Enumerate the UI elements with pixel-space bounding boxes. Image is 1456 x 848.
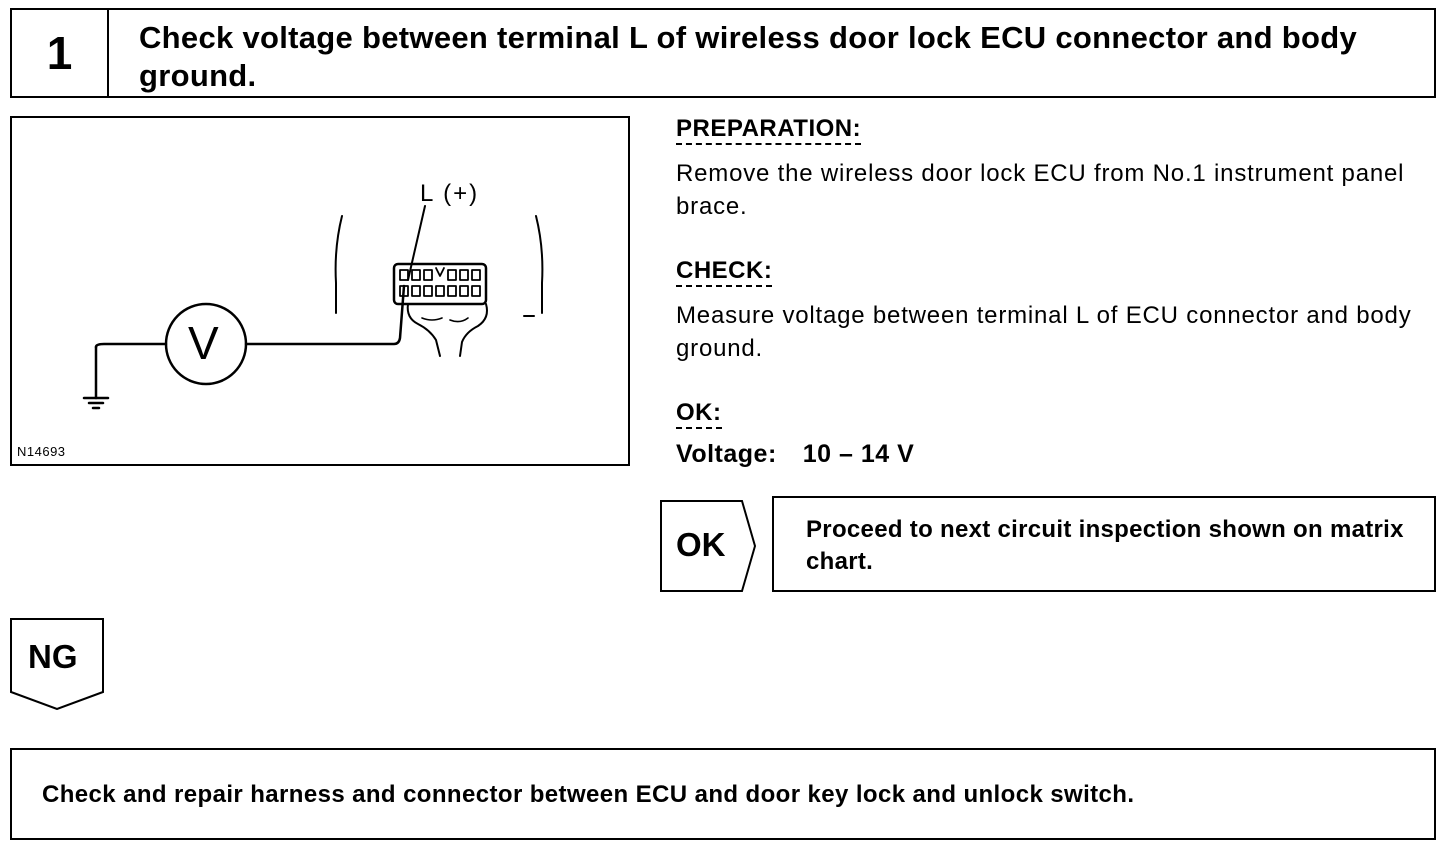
ng-repair-text: Check and repair harness and connector b… — [42, 781, 1135, 808]
ok-spec-heading: OK: — [676, 399, 722, 429]
voltage-label: Voltage: — [676, 440, 777, 468]
ecu-connector — [392, 262, 488, 306]
check-heading: CHECK: — [676, 257, 773, 287]
check-text: Measure voltage between terminal L of EC… — [676, 302, 1412, 362]
voltmeter-symbol: V — [188, 317, 219, 369]
ng-arrow-shape — [10, 618, 104, 711]
meter-lead-negative — [94, 342, 168, 349]
circuit-diagram — [82, 205, 544, 410]
voltage-spec: Voltage: 10 – 14 V — [676, 440, 914, 469]
voltage-check-illustration: L (+) V N14693 — [10, 116, 630, 466]
terminal-pointer — [407, 205, 426, 281]
ok-tag-label: OK — [676, 526, 726, 563]
harness-right-outline — [535, 215, 544, 314]
ng-arrow-tag: NG — [10, 618, 104, 711]
ok-result-box: Proceed to next circuit inspection shown… — [772, 496, 1436, 592]
step-header: 1 Check voltage between terminal L of wi… — [10, 8, 1436, 98]
terminal-label: L (+) — [420, 180, 480, 207]
preparation-text: Remove the wireless door lock ECU from N… — [676, 160, 1405, 220]
ok-arrow-tag: OK — [660, 500, 757, 592]
meter-lead-positive — [244, 284, 406, 346]
step-number: 1 — [12, 10, 109, 96]
preparation-heading: PREPARATION: — [676, 115, 862, 145]
step-title: Check voltage between terminal L of wire… — [139, 20, 1358, 93]
ok-arrow-shape — [660, 500, 757, 592]
figure-code: N14693 — [17, 444, 66, 459]
connector-terminals — [399, 267, 481, 297]
ok-result-text: Proceed to next circuit inspection shown… — [806, 516, 1404, 575]
ng-tag-label: NG — [28, 638, 78, 675]
harness-left-outline — [334, 215, 343, 314]
voltage-value: 10 – 14 V — [802, 440, 915, 468]
hand-outline — [406, 303, 488, 357]
ng-repair-box: Check and repair harness and connector b… — [10, 748, 1436, 840]
